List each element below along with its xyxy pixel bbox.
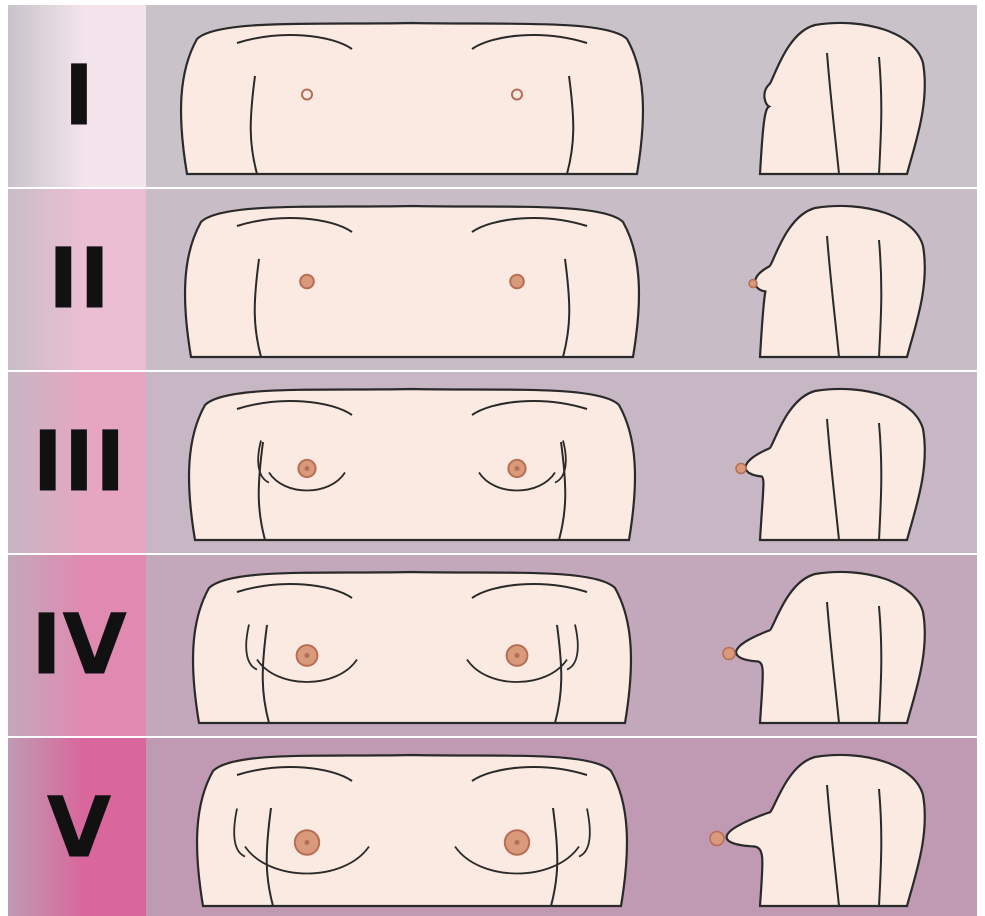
front-torso-figure (193, 572, 631, 723)
stage-numeral: V (46, 779, 111, 877)
stage-row: III (8, 371, 977, 554)
nipple (305, 840, 310, 845)
stage-row: I (8, 5, 977, 188)
stage-numeral: II (48, 230, 111, 328)
nipple (515, 466, 520, 471)
torso-outline (197, 755, 627, 906)
side-areola (736, 464, 746, 474)
front-torso-figure (189, 389, 635, 540)
stage-row: IV (8, 554, 977, 737)
nipple (515, 840, 520, 845)
side-areola (749, 280, 757, 288)
stage-numeral: IV (31, 596, 127, 694)
front-torso-figure (185, 206, 639, 357)
torso-outline (181, 23, 643, 174)
stage-numeral: III (32, 413, 126, 511)
torso-outline (185, 206, 639, 357)
torso-outline (189, 389, 635, 540)
nipple (305, 466, 310, 471)
stage-numeral: I (63, 47, 94, 145)
areola (510, 275, 524, 289)
side-areola (710, 832, 724, 846)
front-torso-figure (197, 755, 627, 906)
areola (512, 90, 522, 100)
torso-outline (193, 572, 631, 723)
areola (302, 90, 312, 100)
areola (300, 275, 314, 289)
front-torso-figure (181, 23, 643, 174)
nipple (515, 653, 520, 658)
stage-row: V (8, 737, 977, 916)
stage-row: II (8, 188, 977, 371)
side-areola (723, 648, 735, 660)
nipple (305, 653, 310, 658)
